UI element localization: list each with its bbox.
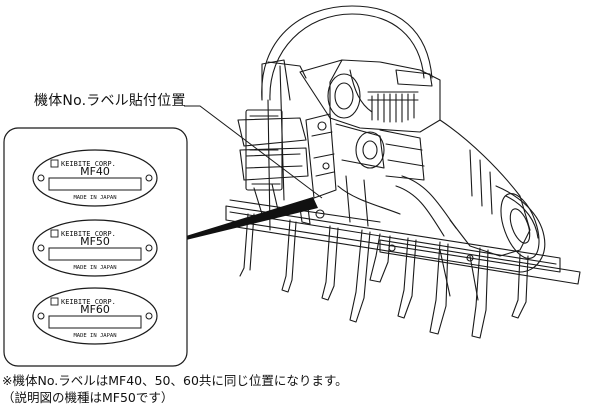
plate-maker: KEIBITE CORP. [61,160,116,168]
callout-leader-line [184,105,323,199]
plate-model: MF60 [80,303,110,316]
handle-loop [261,5,433,101]
plate-model: MF40 [80,165,110,178]
leader-lines [184,105,323,240]
model-note: ※機体No.ラベルはMF40、50、60共に同じ位置になります。 [2,373,348,388]
maker-logo-icon [50,297,59,306]
machine-drawing [225,5,581,339]
plate-origin: MADE IN JAPAN [73,265,116,271]
plate-origin: MADE IN JAPAN [73,195,116,201]
magnify-pointer [186,197,318,240]
model-note-sub: （説明図の機種はMF50です） [2,390,174,405]
serial-number-box [48,177,142,191]
rivet-hole [145,244,153,252]
rivet-hole [37,244,45,252]
handle-loop-inner [269,13,425,101]
rivet-hole [145,174,153,182]
plate-origin: MADE IN JAPAN [73,333,116,339]
plate-model: MF50 [80,235,110,248]
rivet-hole [145,312,153,320]
rivet-hole [37,312,45,320]
maker-logo-icon [50,159,59,168]
label-position-callout: 機体No.ラベル貼付位置 [34,93,186,109]
toolbar-beam [225,205,561,273]
tines [239,213,529,339]
plate-maker: KEIBITE CORP. [61,298,116,306]
rivet-hole [37,174,45,182]
maker-logo-icon [50,229,59,238]
serial-number-box [48,247,142,261]
serial-number-box [48,315,142,329]
plate-maker: KEIBITE CORP. [61,230,116,238]
